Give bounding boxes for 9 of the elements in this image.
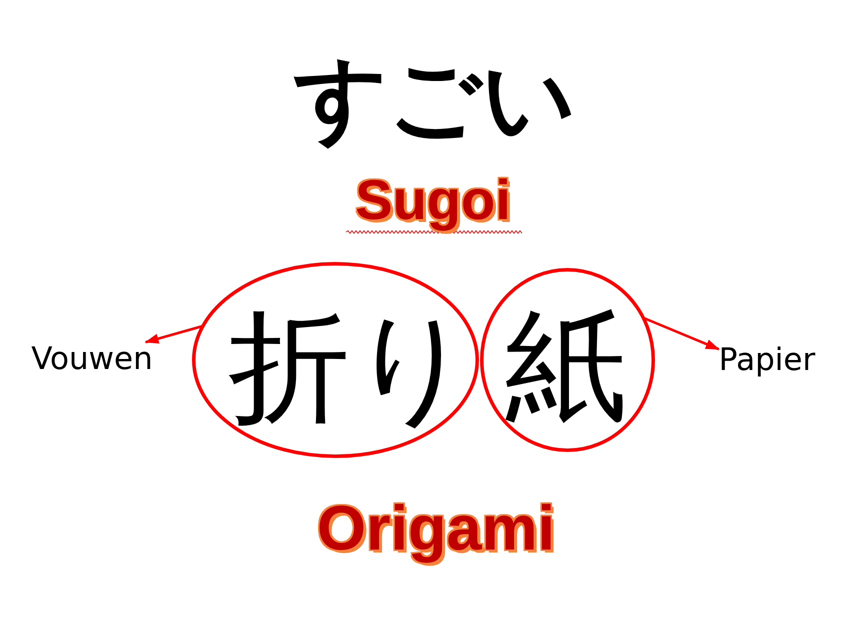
kanji-text: 紙 <box>505 305 627 427</box>
callout-text: Papier <box>718 343 816 379</box>
circle <box>480 268 655 452</box>
romanized-word: Origami <box>316 498 556 560</box>
ellipse <box>192 262 479 458</box>
callout-text: Vouwen <box>31 342 153 378</box>
kanji-text: 折り <box>228 306 475 428</box>
arrow <box>144 324 204 344</box>
arrow <box>642 316 720 350</box>
